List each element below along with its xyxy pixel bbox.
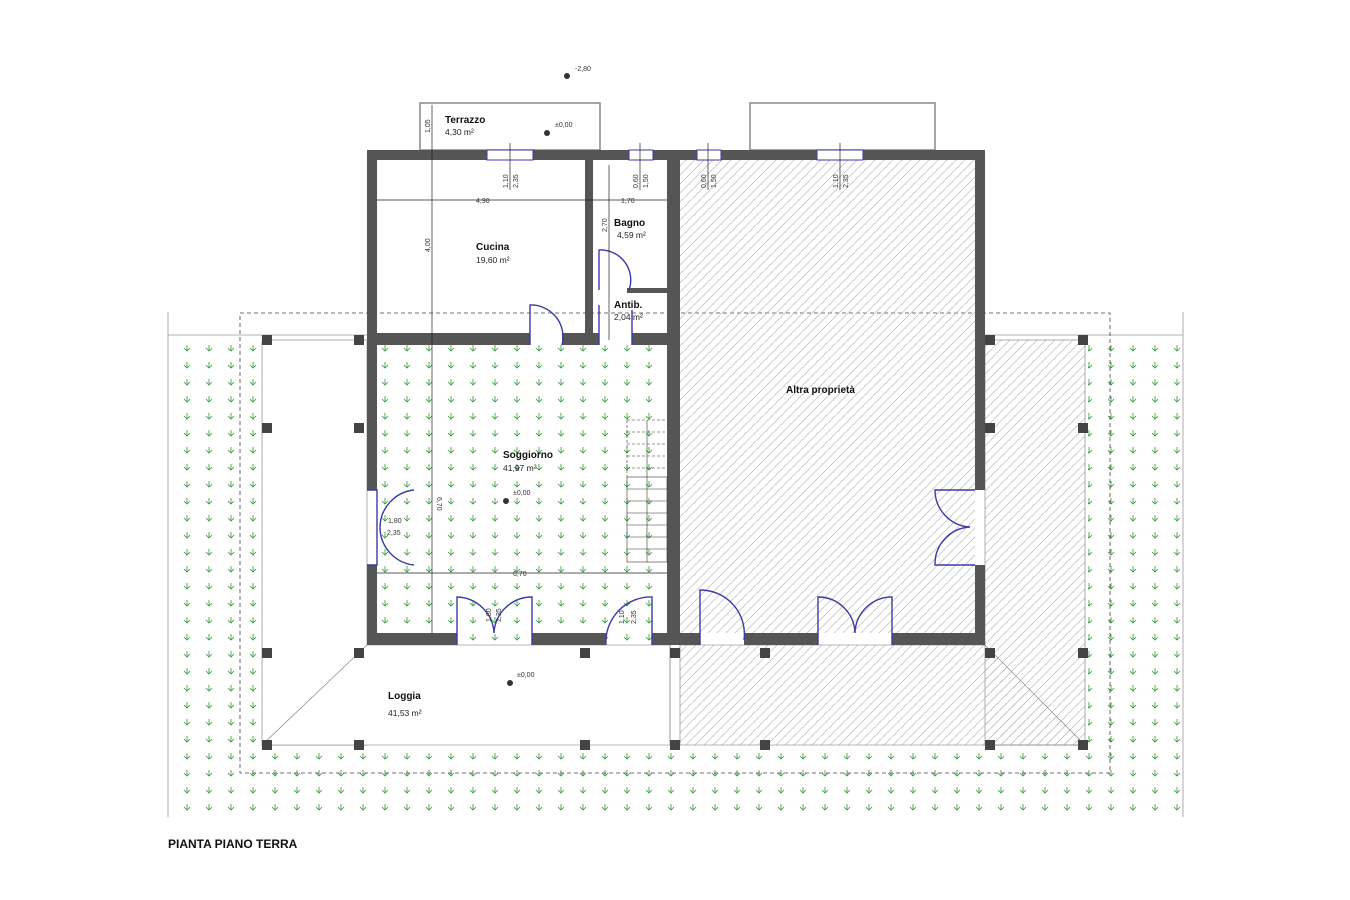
dim-door-right-w: 1,10	[619, 610, 626, 624]
dim-win3-w: 0,60	[701, 174, 708, 188]
staircase	[626, 419, 668, 563]
dim-win1-w: 1,10	[503, 174, 510, 188]
dim-bagno-depth: 2,70	[602, 218, 609, 232]
other-property-area	[669, 160, 1086, 746]
room-bagno-area: 4,59 m²	[617, 230, 646, 240]
dim-win4-h: 2,35	[843, 174, 850, 188]
dim-soggiorno-depth: 6,70	[435, 497, 442, 511]
doors	[367, 249, 975, 646]
room-loggia-name: Loggia	[388, 691, 421, 702]
dim-win4-w: 1,10	[833, 174, 840, 188]
room-soggiorno-area: 41,97 m²	[503, 463, 537, 473]
room-altra-proprieta: Altra proprietà	[786, 385, 855, 396]
dim-door-front-h: 2,35	[496, 608, 503, 622]
dim-terrazzo-depth: 1,05	[425, 119, 432, 133]
room-cucina-area: 19,60 m²	[476, 255, 510, 265]
walls	[367, 150, 985, 645]
room-bagno-name: Bagno	[614, 218, 645, 229]
dim-win2-h: 1,50	[643, 174, 650, 188]
dim-cucina-width: 4,90	[476, 198, 490, 205]
terrazzo-other	[749, 102, 936, 151]
dim-door-right-h: 2,35	[631, 610, 638, 624]
room-antib-name: Antib.	[614, 300, 643, 311]
svg-text:±0,00: ±0,00	[513, 490, 531, 497]
room-antib-area: 2,04 m²	[614, 312, 643, 322]
drawing-title: PIANTA PIANO TERRA	[168, 837, 298, 851]
dimension-lines	[377, 105, 841, 633]
level-marker-terrazzo: ±0,00	[544, 122, 573, 136]
columns	[262, 335, 1088, 750]
dim-cucina-depth: 4,00	[425, 238, 432, 252]
svg-text:±0,00: ±0,00	[517, 672, 535, 679]
dim-door-left-w: 1,80	[388, 518, 402, 525]
dim-win3-h: 1,50	[711, 174, 718, 188]
level-marker-icon	[507, 680, 513, 686]
level-marker-outside: -2,80	[564, 66, 591, 79]
level-marker-icon	[564, 73, 570, 79]
level-marker-icon	[544, 130, 550, 136]
room-soggiorno-name: Soggiorno	[503, 450, 553, 461]
dim-door-front-w: 1,80	[486, 608, 493, 622]
svg-text:±0,00: ±0,00	[555, 122, 573, 129]
dim-win2-w: 0,60	[633, 174, 640, 188]
room-loggia-area: 41,53 m²	[388, 708, 422, 718]
room-terrazzo-area: 4,30 m²	[445, 127, 474, 137]
level-marker-soggiorno: ±0,00	[503, 490, 531, 504]
dim-soggiorno-width: 6,70	[513, 571, 527, 578]
room-cucina-name: Cucina	[476, 242, 510, 253]
dim-door-left-h: 2,35	[387, 530, 401, 537]
level-marker-loggia: ±0,00	[507, 672, 535, 686]
level-marker-icon	[503, 498, 509, 504]
dim-bagno-width: 1,70	[621, 198, 635, 205]
room-terrazzo-name: Terrazzo	[445, 115, 485, 126]
svg-text:-2,80: -2,80	[575, 66, 591, 73]
dim-win1-h: 2,35	[513, 174, 520, 188]
